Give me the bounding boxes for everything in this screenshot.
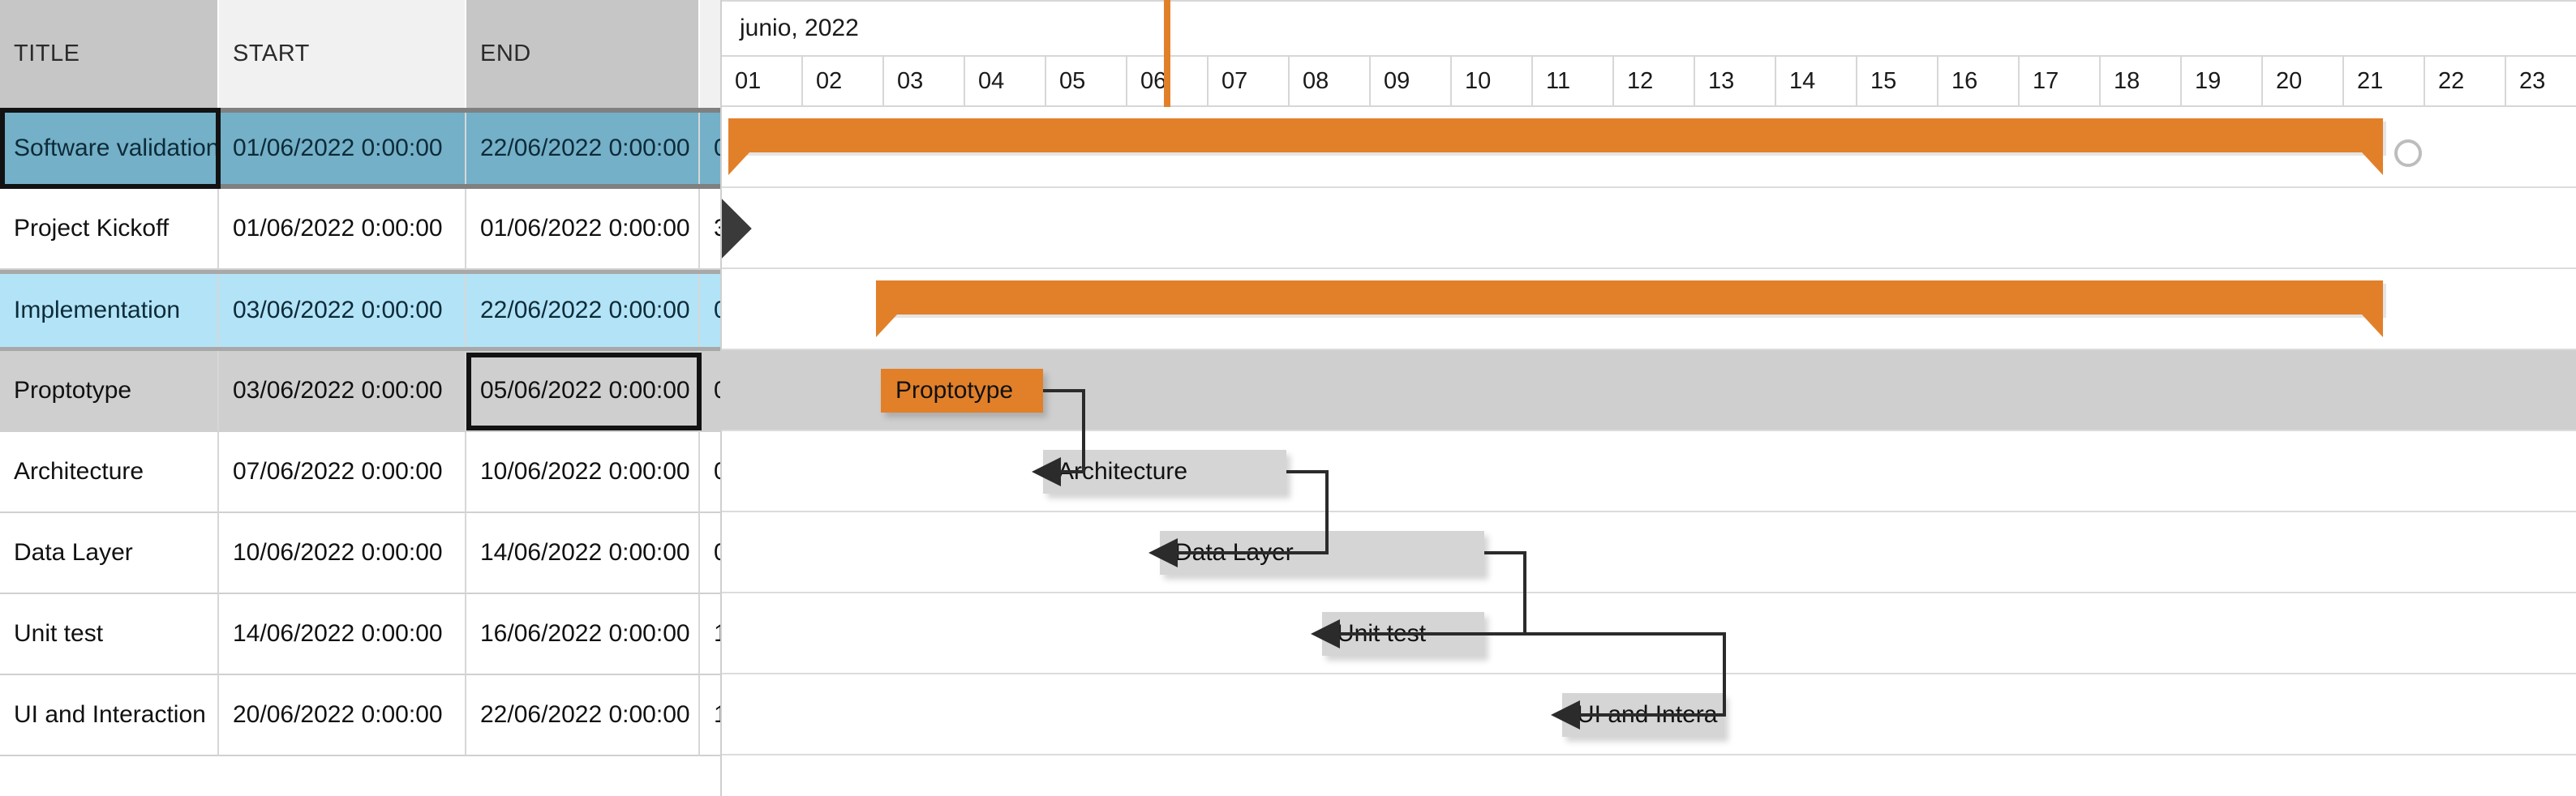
day-tick: 07 [1209,57,1290,105]
cell-start[interactable]: 01/06/2022 0:00:00 [219,189,466,270]
day-tick: 18 [2101,57,2182,105]
cell-title[interactable]: Software validation [0,113,219,184]
task-bar-ui-and-interaction[interactable]: UI and Intera [1562,693,1724,737]
table-row[interactable]: Data Layer 10/06/2022 0:00:00 14/06/2022… [0,513,722,594]
cell-duration[interactable]: 0 [700,113,722,184]
progress-handle[interactable] [2394,139,2422,167]
cell-end[interactable]: 16/06/2022 0:00:00 [466,594,700,675]
gantt-row [722,269,2576,350]
day-tick: 08 [1290,57,1371,105]
cell-start[interactable]: 03/06/2022 0:00:00 [219,274,466,347]
day-tick: 23 [2506,57,2576,105]
table-row[interactable]: Software validation 01/06/2022 0:00:00 2… [0,108,722,189]
cell-end[interactable]: 14/06/2022 0:00:00 [466,513,700,594]
day-tick: 01 [722,57,803,105]
table-row[interactable]: Implementation 03/06/2022 0:00:00 22/06/… [0,270,722,351]
cell-duration[interactable]: 1 [700,675,722,756]
gantt-rows: Proptotype Architecture Data Layer Unit … [722,107,2576,755]
column-header-end[interactable]: END [466,0,700,108]
day-tick: 12 [1614,57,1695,105]
day-tick: 06 [1127,57,1209,105]
cell-duration[interactable]: 0 [700,351,722,432]
day-tick: 15 [1857,57,1938,105]
cell-end[interactable]: 22/06/2022 0:00:00 [466,675,700,756]
table-row[interactable]: Architecture 07/06/2022 0:00:00 10/06/20… [0,432,722,513]
cell-start[interactable]: 10/06/2022 0:00:00 [219,513,466,594]
cell-title[interactable]: Data Layer [0,513,219,594]
day-tick: 17 [2020,57,2101,105]
cell-duration[interactable]: 0 [700,432,722,513]
grid-header-row: TITLE START END [0,0,722,108]
cell-end[interactable]: 10/06/2022 0:00:00 [466,432,700,513]
task-bar-unit-test[interactable]: Unit test [1322,612,1484,656]
cell-title[interactable]: Unit test [0,594,219,675]
cell-title[interactable]: Project Kickoff [0,189,219,270]
cell-title[interactable]: Proptotype [0,351,219,432]
day-tick: 20 [2263,57,2344,105]
day-tick: 13 [1695,57,1776,105]
gantt-row [722,188,2576,269]
table-row[interactable]: Unit test 14/06/2022 0:00:00 16/06/2022 … [0,594,722,675]
gantt-row [722,107,2576,188]
day-tick: 04 [965,57,1046,105]
cell-duration[interactable]: 0 [700,513,722,594]
column-header-start[interactable]: START [219,0,466,108]
cell-duration[interactable]: 3 [700,189,722,270]
cell-duration[interactable]: 0 [700,274,722,347]
gantt-row: Proptotype [722,350,2576,431]
cell-end[interactable]: 22/06/2022 0:00:00 [466,274,700,347]
column-header-duration[interactable] [700,0,722,108]
cell-start[interactable]: 01/06/2022 0:00:00 [219,113,466,184]
day-tick: 11 [1533,57,1614,105]
cell-start[interactable]: 20/06/2022 0:00:00 [219,675,466,756]
table-row[interactable]: UI and Interaction 20/06/2022 0:00:00 22… [0,675,722,756]
cell-start[interactable]: 03/06/2022 0:00:00 [219,351,466,432]
table-row[interactable]: Project Kickoff 01/06/2022 0:00:00 01/06… [0,189,722,270]
timeline-day-axis: 01 02 03 04 05 06 07 08 09 10 11 12 13 1… [722,57,2576,107]
cell-duration[interactable]: 1 [700,594,722,675]
day-tick: 03 [884,57,965,105]
grid-empty-area [0,756,722,796]
day-tick: 21 [2344,57,2425,105]
gantt-timeline-panel: junio, 2022 01 02 03 04 05 06 07 08 09 1… [722,0,2576,796]
day-tick: 10 [1452,57,1533,105]
grid-body: Software validation 01/06/2022 0:00:00 2… [0,108,722,796]
cell-end[interactable]: 05/06/2022 0:00:00 [466,351,700,432]
day-tick: 16 [1938,57,2020,105]
cell-start[interactable]: 07/06/2022 0:00:00 [219,432,466,513]
cell-title[interactable]: Implementation [0,274,219,347]
cell-end[interactable]: 22/06/2022 0:00:00 [466,113,700,184]
gantt-row: UI and Intera [722,674,2576,755]
day-tick: 09 [1371,57,1452,105]
cell-start[interactable]: 14/06/2022 0:00:00 [219,594,466,675]
cell-end[interactable]: 01/06/2022 0:00:00 [466,189,700,270]
gantt-row: Data Layer [722,512,2576,593]
day-tick: 05 [1046,57,1127,105]
day-tick: 22 [2425,57,2506,105]
day-tick: 19 [2182,57,2263,105]
table-row[interactable]: Proptotype 03/06/2022 0:00:00 05/06/2022… [0,351,722,432]
gantt-row: Architecture [722,431,2576,512]
cell-title[interactable]: UI and Interaction [0,675,219,756]
task-bar-data-layer[interactable]: Data Layer [1160,531,1484,575]
task-grid-panel: TITLE START END Software validation 01/0… [0,0,722,796]
milestone-project-kickoff[interactable] [722,199,752,259]
column-header-title[interactable]: TITLE [0,0,219,108]
timeline-month-label: junio, 2022 [722,0,2576,57]
day-tick: 02 [803,57,884,105]
task-bar-architecture[interactable]: Architecture [1043,450,1286,494]
panel-splitter[interactable] [720,0,722,796]
today-marker-line [1164,0,1170,107]
day-tick: 14 [1776,57,1857,105]
summary-bar-software-validation[interactable] [728,118,2383,175]
gantt-row: Unit test [722,593,2576,674]
task-bar-proptotype[interactable]: Proptotype [881,369,1043,413]
cell-title[interactable]: Architecture [0,432,219,513]
summary-bar-implementation[interactable] [876,280,2383,337]
